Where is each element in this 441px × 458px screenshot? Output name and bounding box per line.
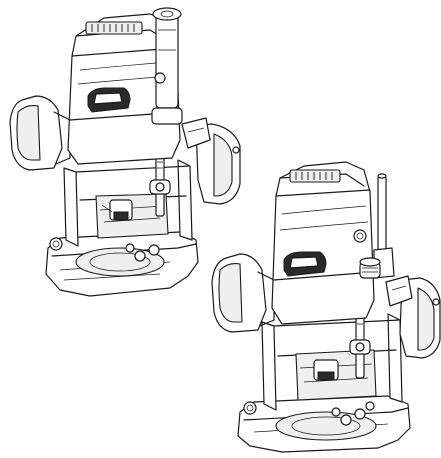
small-router-motor-housing — [271, 161, 375, 325]
small-router-lock-lever — [385, 275, 413, 307]
small-router-base — [237, 395, 411, 453]
small-router-depth-rod — [349, 299, 371, 379]
large-router-motor-housing — [67, 13, 181, 165]
router-tool-large — [9, 7, 241, 297]
small-router-adjust-knob — [359, 257, 381, 279]
large-router-lock-lever — [181, 117, 211, 149]
large-router-right-handle — [195, 123, 241, 205]
large-router-top-post — [151, 7, 183, 125]
router-tool-small — [211, 161, 441, 453]
small-router-left-handle — [211, 253, 275, 333]
large-router-lower-frame — [63, 159, 193, 247]
small-router-lower-frame — [261, 313, 403, 411]
small-router-top-post — [373, 173, 395, 279]
large-router-left-handle — [9, 95, 71, 171]
large-router-base — [45, 231, 199, 297]
